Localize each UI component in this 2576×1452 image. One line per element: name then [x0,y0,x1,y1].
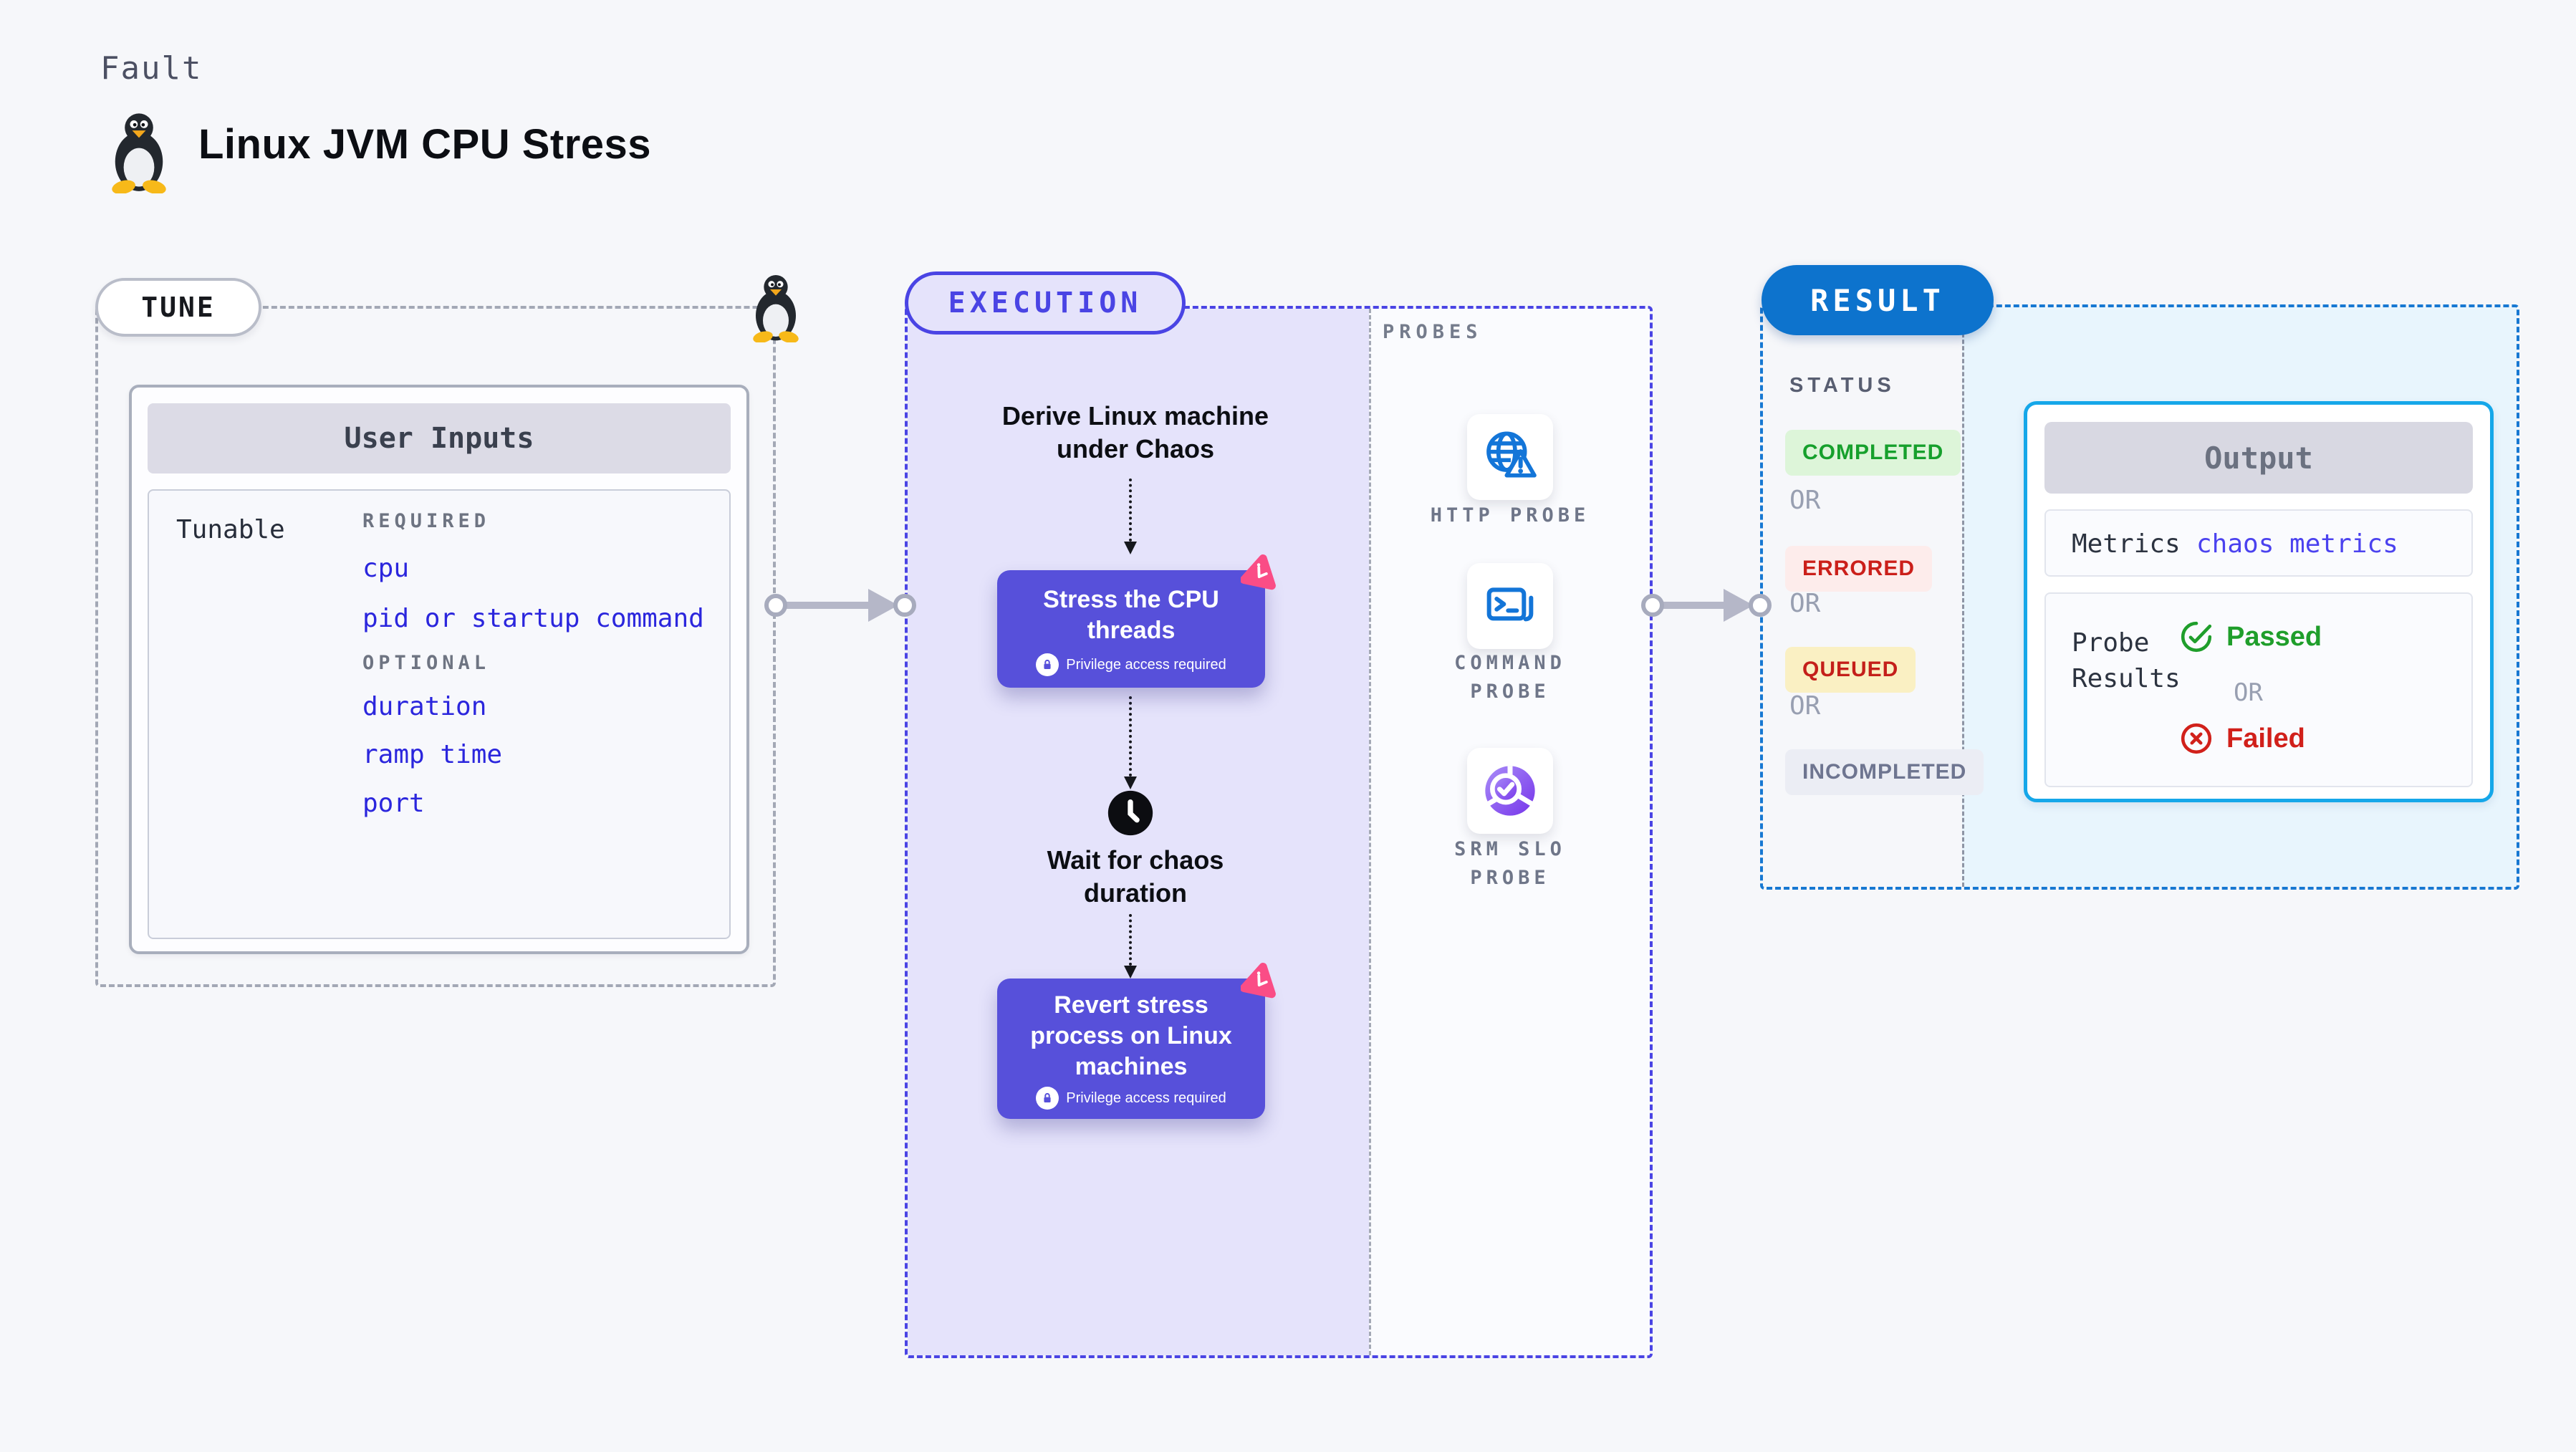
stress-cpu-node: Stress the CPU threads Privilege access … [997,570,1265,688]
result-badge: RESULT [1762,265,1994,335]
metrics-label: Metrics [2072,529,2181,559]
privilege-note: Privilege access required [1066,656,1226,673]
derive-step-label: Derive Linux machine under Chaos [999,400,1272,466]
revert-line-3: machines [1075,1053,1188,1080]
tunable-label: Tunable [176,515,285,544]
or-separator: OR [2234,678,2263,707]
status-badge-completed: COMPLETED [1785,430,1961,476]
revert-line-1: Revert stress [1054,991,1208,1019]
passed-label: Passed [2226,621,2322,652]
lock-icon [1036,1087,1059,1110]
chaos-logo-icon [1241,961,1279,1000]
probe-label-line: SRM SLO [1454,838,1566,860]
clock-icon [1107,790,1153,836]
derive-line-1: Derive Linux machine [1001,401,1269,431]
flow-connector-arrow [1124,777,1137,789]
revert-stress-node: Revert stress process on Linux machines … [997,979,1265,1119]
srm-slo-probe-card [1467,748,1553,834]
stress-line-1: Stress the CPU [1043,586,1219,613]
chaos-logo-icon [1241,553,1279,592]
or-separator: OR [1789,589,1821,618]
input-port: port [362,789,425,818]
probe-results-row: Probe Results Passed OR Failed [2044,592,2473,787]
output-card: Output Metrics chaos metrics Probe Resul… [2024,401,2494,802]
http-probe-label: HTTP PROBE [1374,501,1646,530]
probe-label-line: PROBE [1470,867,1550,889]
input-ramp-time: ramp time [362,740,503,769]
probe-results-label: Probe Results [2072,625,2181,697]
terminal-icon [1486,587,1534,622]
connector-dot [764,594,787,617]
status-badge-queued: QUEUED [1785,647,1916,693]
or-separator: OR [1789,486,1821,515]
probe-results-line-2: Results [2072,664,2181,693]
derive-line-2: under Chaos [1056,434,1215,463]
flow-connector [1129,479,1132,542]
user-inputs-body: Tunable REQUIRED cpu pid or startup comm… [148,489,731,939]
linux-tux-icon [751,275,800,342]
probe-label-line: HTTP PROBE [1430,504,1590,527]
x-circle-icon [2181,723,2212,754]
fault-eyebrow: Fault [100,50,203,87]
user-inputs-card: User Inputs Tunable REQUIRED cpu pid or … [129,385,749,954]
tune-section [95,306,776,987]
pie-check-icon [1485,766,1535,816]
metrics-value: chaos metrics [2196,529,2398,559]
globe-warning-icon [1486,431,1537,478]
output-title: Output [2044,422,2473,494]
probes-heading: PROBES [1383,321,1483,343]
metrics-row: Metrics chaos metrics [2044,509,2473,577]
status-heading: STATUS [1789,374,1895,397]
tune-to-execution-arrow [781,602,873,609]
tune-badge: TUNE [95,278,261,337]
command-probe-card [1467,563,1553,649]
flow-connector-arrow [1124,542,1137,554]
connector-dot [893,594,916,617]
flow-connector-arrow [1124,966,1137,979]
srm-slo-probe-label: SRM SLO PROBE [1374,835,1646,893]
probe-results-line-1: Probe [2072,628,2150,658]
command-probe-label: COMMAND PROBE [1374,649,1646,706]
failed-label: Failed [2226,723,2305,754]
failed-result: Failed [2179,721,2305,756]
connector-dot [1641,594,1664,617]
page-title: Linux JVM CPU Stress [198,121,652,168]
user-inputs-title: User Inputs [148,403,731,473]
optional-heading: OPTIONAL [362,652,491,674]
passed-result: Passed [2179,620,2322,654]
flow-connector [1129,914,1132,966]
stress-line-2: threads [1087,617,1176,644]
flow-connector [1129,696,1132,777]
probe-label-line: PROBE [1470,681,1550,703]
status-badge-incompleted: INCOMPLETED [1785,749,1984,795]
input-pid-or-startup-command: pid or startup command [362,604,704,633]
input-cpu: cpu [362,554,410,583]
privilege-note: Privilege access required [1066,1090,1226,1106]
required-heading: REQUIRED [362,510,491,532]
lock-icon [1036,653,1059,676]
or-separator: OR [1789,691,1821,721]
revert-line-2: process on Linux [1030,1022,1232,1049]
wait-line-2: duration [1084,878,1187,908]
execution-badge: EXECUTION [905,271,1186,335]
wait-step-label: Wait for chaos duration [999,844,1272,910]
probe-label-line: COMMAND [1454,652,1566,674]
connector-dot [1749,594,1772,617]
check-circle-icon [2181,621,2212,653]
input-duration: duration [362,692,487,721]
http-probe-card [1467,414,1553,500]
execution-to-result-arrow [1656,602,1728,609]
linux-tux-icon [110,113,168,193]
wait-line-1: Wait for chaos [1047,845,1224,875]
status-badge-errored: ERRORED [1785,546,1933,592]
